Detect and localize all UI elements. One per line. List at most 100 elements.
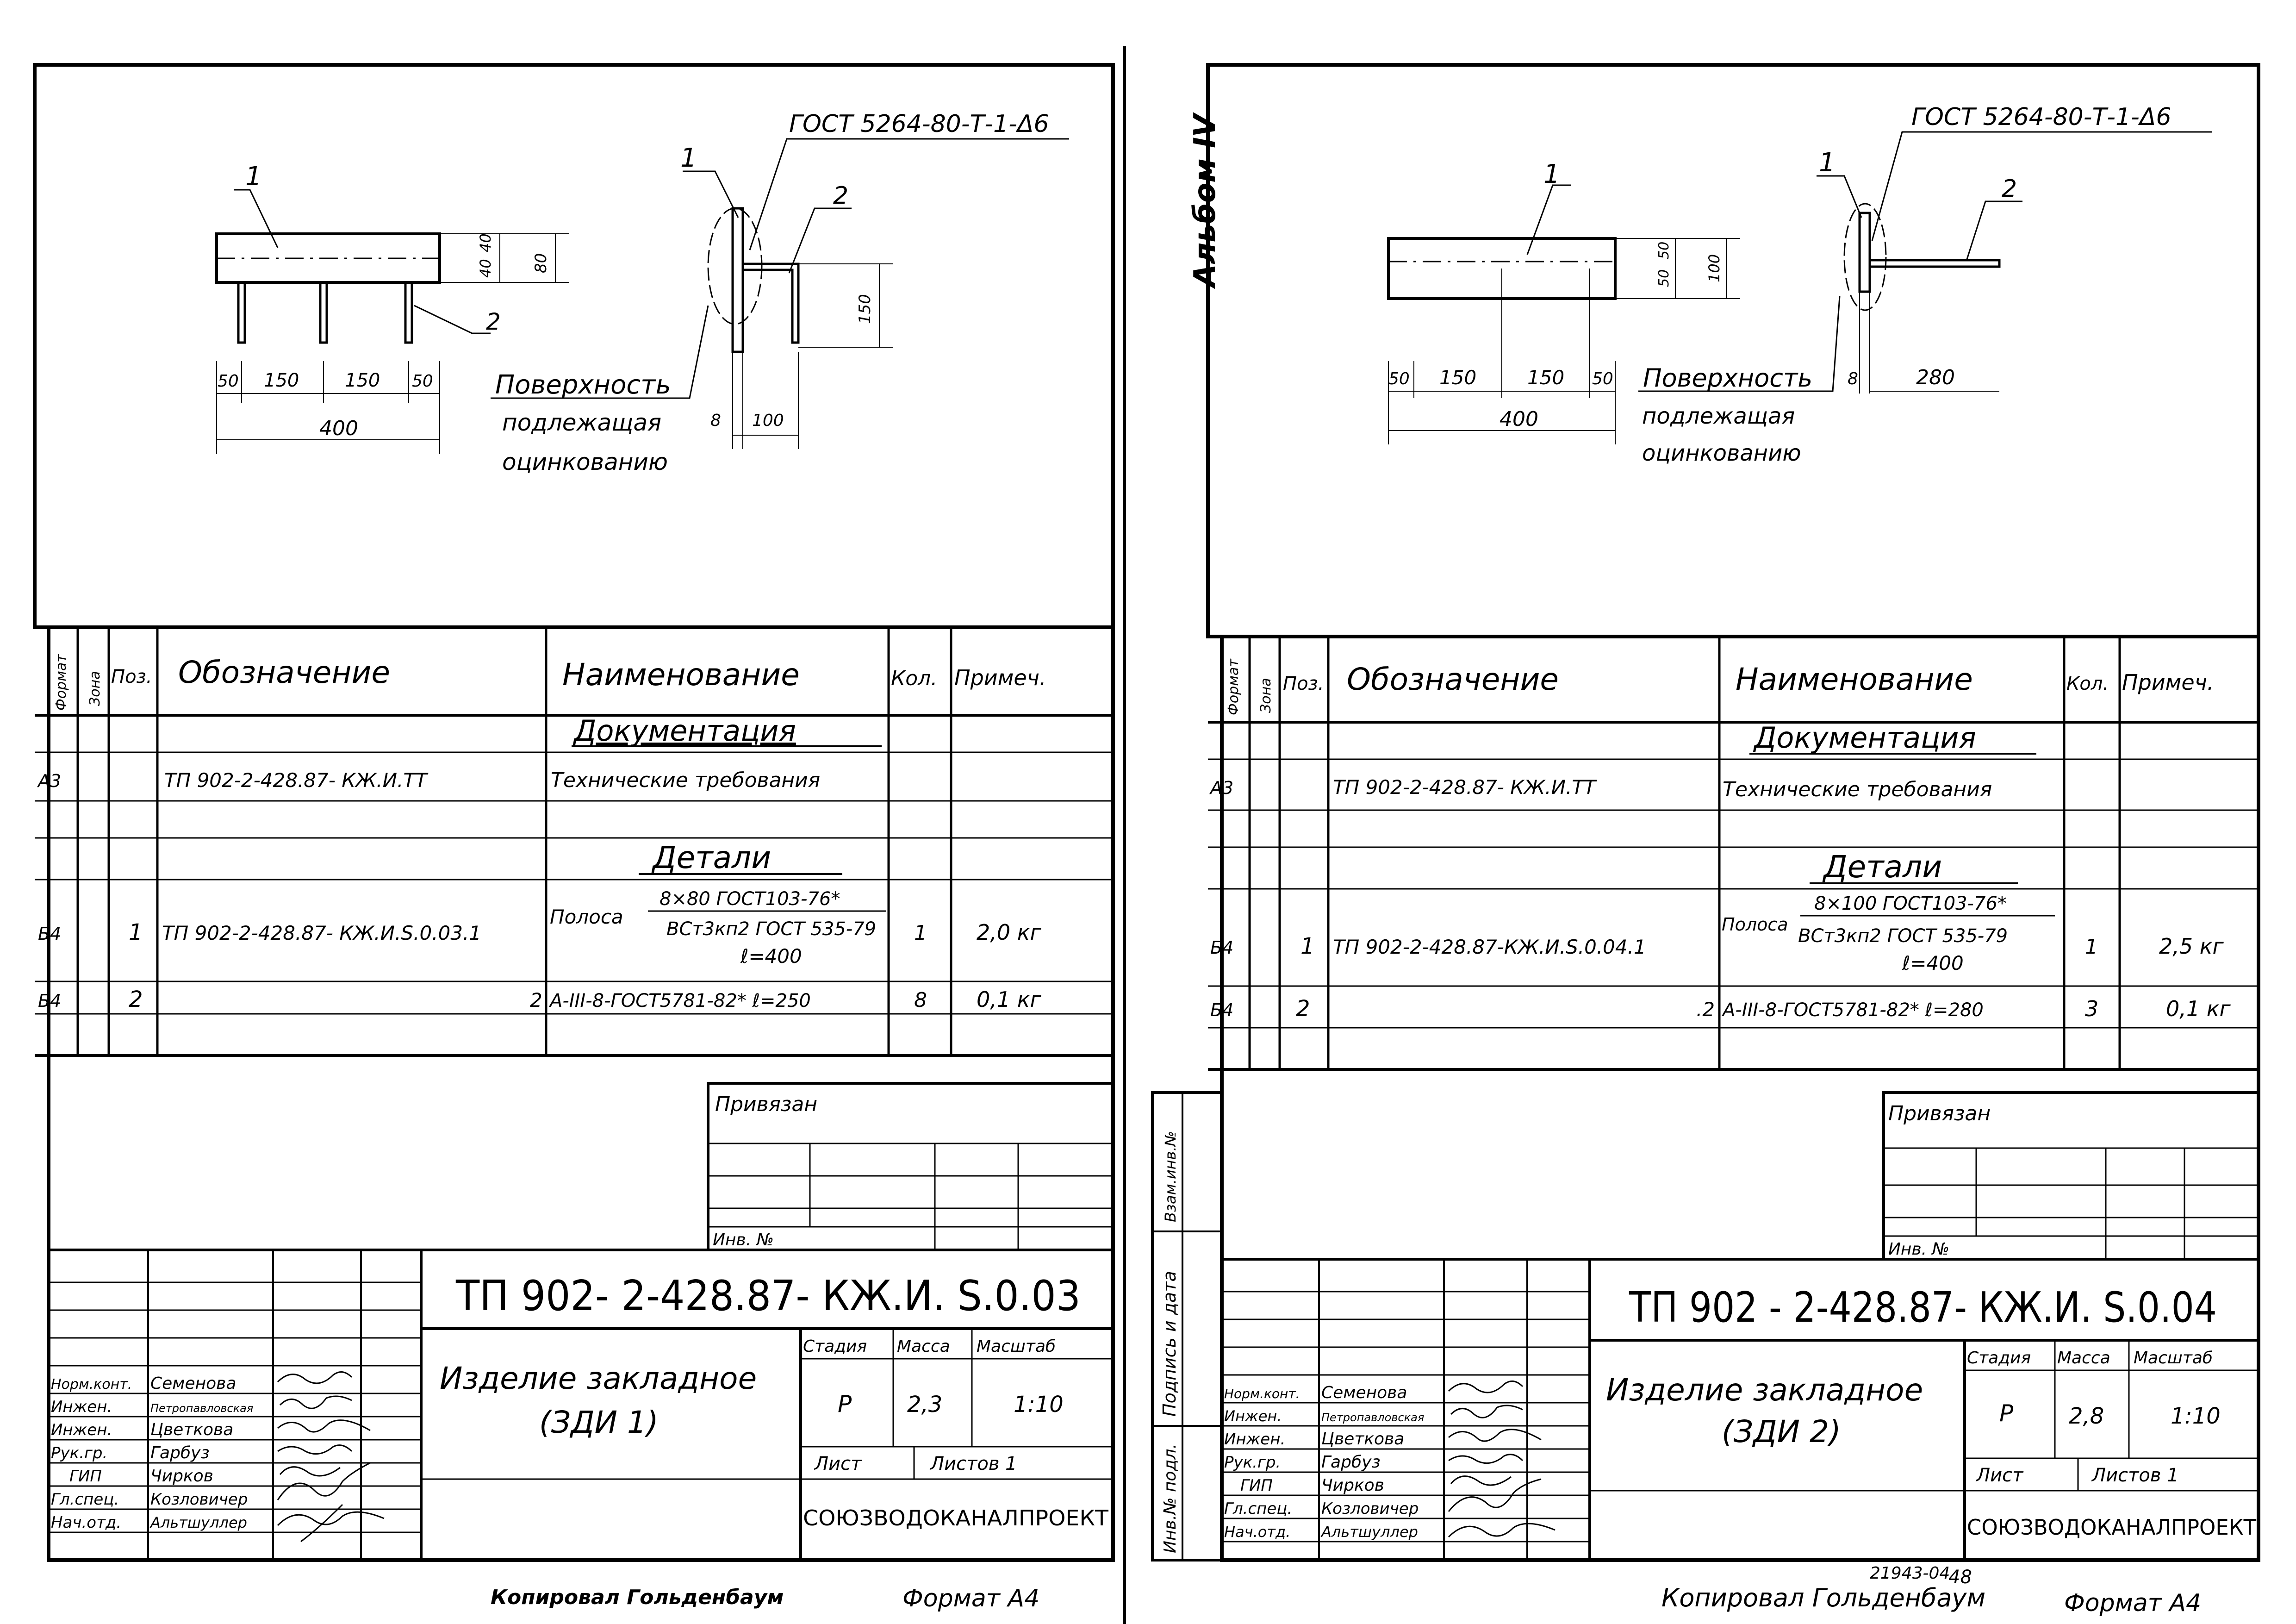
right-row1-pos: 1 xyxy=(1300,933,1315,959)
right-section-details: Детали xyxy=(1822,849,1942,885)
right-row-a3-designation: ТП 902-2-428.87- КЖ.И.ТТ xyxy=(1333,776,1597,799)
left-header-zone: Зона xyxy=(87,671,103,706)
left-row-a3-format: А3 xyxy=(37,771,61,791)
right-row1-length: ℓ=400 xyxy=(1902,952,1964,974)
right-name-1: Петропавловская xyxy=(1321,1411,1424,1424)
left-row-a3-name: Технические требования xyxy=(551,768,820,792)
left-dim-150a: 150 xyxy=(264,370,299,391)
right-side-table-1: Подпись и дата xyxy=(1159,1271,1180,1417)
left-org: СОЮЗВОДОКАНАЛПРОЕКТ xyxy=(803,1505,1109,1530)
left-surface-line3: оцинкованию xyxy=(502,449,668,475)
left-role-6: Нач.отд. xyxy=(51,1513,121,1532)
left-dim-50-left: 50 xyxy=(218,372,239,391)
right-footer-page: 48 xyxy=(1948,1567,1972,1588)
right-side-label: Альбом IV xyxy=(1188,112,1222,289)
left-dim-150b: 150 xyxy=(345,370,380,391)
right-header-note: Примеч. xyxy=(2122,670,2214,695)
left-name-0: Семенова xyxy=(150,1374,236,1393)
left-footer-copied: Копировал Гольденбаум xyxy=(491,1586,784,1609)
left-dim-400: 400 xyxy=(319,417,358,440)
left-mass-h: Масса xyxy=(897,1337,950,1356)
right-footer-format: Формат А4 xyxy=(2064,1589,2201,1617)
right-dim-50-right: 50 xyxy=(1592,369,1613,388)
left-row2-designation-suffix: 2 xyxy=(530,989,542,1012)
right-callout-1-side: 1 xyxy=(1819,148,1836,178)
left-row1-qty: 1 xyxy=(914,921,927,945)
left-bound-label: Привязан xyxy=(715,1093,817,1116)
right-header-pos: Поз. xyxy=(1283,673,1324,694)
left-role-0: Норм.конт. xyxy=(51,1376,132,1393)
left-name-5: Козловичер xyxy=(150,1490,248,1509)
left-surface-line2: подлежащая xyxy=(502,409,661,436)
left-spec-table: Формат Зона Поз. Обозначение Наименовани… xyxy=(35,625,1113,1057)
left-dim-8: 8 xyxy=(710,411,721,430)
right-header-format: Формат xyxy=(1226,658,1242,715)
right-dim-150b: 150 xyxy=(1527,366,1564,389)
left-dim-40a: 40 xyxy=(477,233,494,252)
left-row2-pos: 2 xyxy=(129,987,143,1012)
left-name-6: Альтшуллер xyxy=(149,1514,247,1531)
right-stage-h: Стадия xyxy=(1967,1349,2031,1368)
right-inv-label: Инв. № xyxy=(1888,1240,1949,1259)
right-row2-name: А-III-8-ГОСТ5781-82* ℓ=280 xyxy=(1721,999,1984,1021)
left-section-docs: Документация xyxy=(572,714,796,748)
right-org: СОЮЗВОДОКАНАЛПРОЕКТ xyxy=(1967,1515,2257,1540)
right-surface-line2: подлежащая xyxy=(1642,403,1795,429)
right-side-table: Взам.инв.№ Подпись и дата Инв.№ подл. xyxy=(1151,1091,1223,1562)
left-dim-50-right: 50 xyxy=(412,372,433,391)
right-name-5: Козловичер xyxy=(1321,1499,1419,1518)
left-header-qty: Кол. xyxy=(891,667,937,690)
right-row1-qty: 1 xyxy=(2085,935,2098,959)
right-mass-h: Масса xyxy=(2057,1349,2110,1368)
left-bound-block: Привязан Инв. № xyxy=(707,1082,1114,1251)
right-dim-280: 280 xyxy=(1916,366,1955,389)
right-row2-pos: 2 xyxy=(1296,996,1310,1022)
left-row2-qty: 8 xyxy=(914,988,927,1012)
right-row2-designation-suffix: .2 xyxy=(1696,998,1715,1021)
left-title-block: Норм.конт. Инжен. Инжен. Рук.гр. ГИП Гл.… xyxy=(49,1249,1113,1560)
right-row1-name-prefix: Полоса xyxy=(1722,914,1788,935)
right-name-3: Гарбуз xyxy=(1321,1453,1381,1472)
left-header-designation: Обозначение xyxy=(178,655,390,690)
left-row1-format: Б4 xyxy=(38,924,61,944)
left-scale: 1:10 xyxy=(1014,1392,1064,1418)
left-dim-80: 80 xyxy=(532,253,550,273)
right-role-4: ГИП xyxy=(1240,1476,1273,1495)
left-role-5: Гл.спец. xyxy=(51,1490,119,1509)
left-role-4: ГИП xyxy=(69,1467,102,1486)
right-row1-designation: ТП 902-2-428.87-КЖ.И.S.0.04.1 xyxy=(1333,936,1646,958)
left-footer: Копировал Гольденбаум Формат А4 xyxy=(491,1585,1039,1612)
right-header-zone: Зона xyxy=(1258,678,1274,713)
right-dim-50b: 50 xyxy=(1656,269,1672,287)
right-row-a3-name: Технические требования xyxy=(1723,778,1992,801)
right-code: ТП 902 - 2-428.87- КЖ.И. S.0.04 xyxy=(1629,1283,2217,1332)
right-scale: 1:10 xyxy=(2171,1403,2221,1429)
right-dim-100: 100 xyxy=(1705,254,1723,282)
left-row1-length: ℓ=400 xyxy=(740,945,802,968)
right-title-line2: (ЗДИ 2) xyxy=(1722,1414,1841,1449)
right-callout-2-side: 2 xyxy=(2002,175,2017,203)
right-gost-note: ГОСТ 5264-80-Т-1-Δ6 xyxy=(1911,103,2172,131)
left-header-note: Примеч. xyxy=(954,665,1046,690)
left-front-view: 40 40 80 50 150 150 50 400 1 2 xyxy=(215,162,569,454)
left-row1-name-prefix: Полоса xyxy=(550,906,623,928)
right-mass: 2,8 xyxy=(2069,1403,2104,1429)
right-role-5: Гл.спец. xyxy=(1224,1499,1292,1518)
left-callout-1-side: 1 xyxy=(680,143,697,173)
left-dim-100: 100 xyxy=(752,411,784,430)
left-row2-note: 0,1 кг xyxy=(977,987,1042,1012)
left-callout-2: 2 xyxy=(486,308,501,335)
left-stage: Р xyxy=(838,1391,852,1418)
left-name-4: Чирков xyxy=(150,1467,213,1486)
right-title-line1: Изделие закладное xyxy=(1606,1372,1923,1408)
right-scale-h: Масштаб xyxy=(2134,1349,2213,1368)
right-role-0: Норм.конт. xyxy=(1224,1386,1300,1401)
right-row1-format: Б4 xyxy=(1210,937,1233,958)
left-row1-pos: 1 xyxy=(129,919,143,945)
left-inv-label: Инв. № xyxy=(713,1230,774,1249)
right-callout-1: 1 xyxy=(1543,159,1560,189)
left-stage-h: Стадия xyxy=(803,1337,867,1356)
left-row2-name: А-III-8-ГОСТ5781-82* ℓ=250 xyxy=(548,990,811,1012)
left-name-1: Петропавловская xyxy=(150,1402,253,1415)
right-row1-name-top: 8×100 ГОСТ103-76* xyxy=(1814,893,2007,914)
